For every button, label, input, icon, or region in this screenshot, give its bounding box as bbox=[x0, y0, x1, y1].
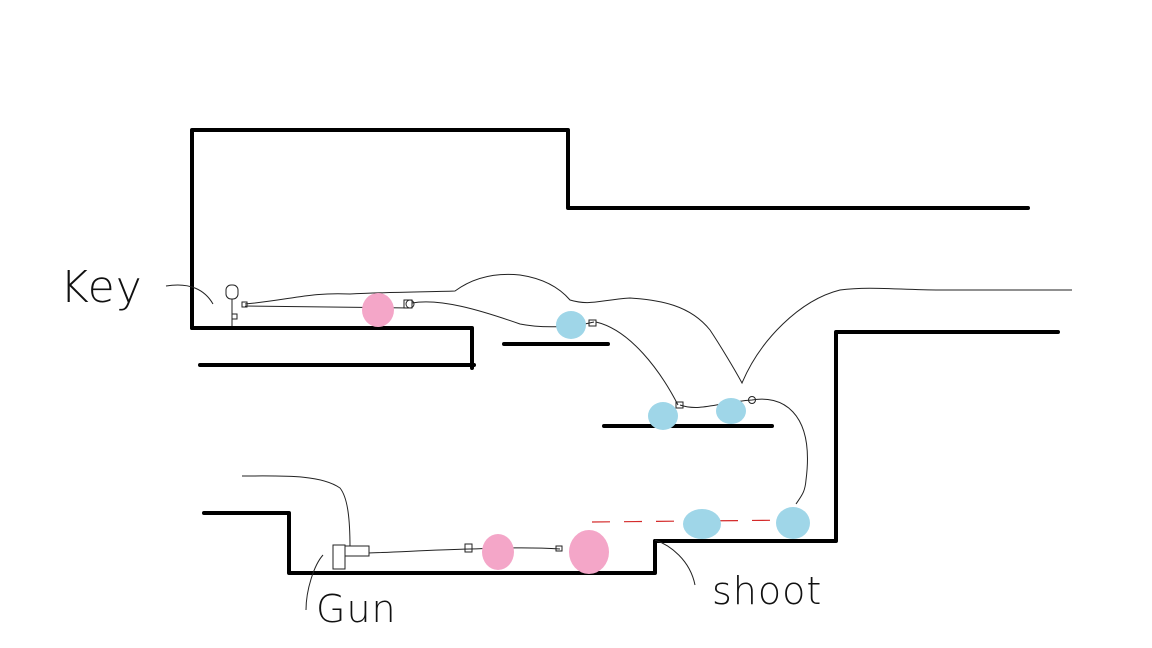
gun-icon bbox=[332, 544, 370, 570]
gun-label-pointer bbox=[305, 554, 324, 611]
player-marker-icon bbox=[403, 299, 413, 309]
path-gun-pickup bbox=[241, 475, 351, 549]
player-marker-icon bbox=[588, 319, 597, 327]
blue-enemy bbox=[776, 507, 810, 539]
blue-enemy bbox=[556, 311, 586, 339]
player-marker-icon bbox=[555, 545, 563, 552]
key-ledge bbox=[190, 326, 474, 370]
key-label-pointer bbox=[165, 284, 214, 305]
lower-floor bbox=[202, 511, 657, 575]
player-path bbox=[165, 273, 1072, 611]
shoot-label: shoot bbox=[712, 569, 822, 613]
pink-enemy-large bbox=[569, 530, 609, 574]
key-icon bbox=[225, 284, 239, 326]
key-label: Key bbox=[60, 262, 143, 313]
path-key-to-right bbox=[244, 273, 1072, 385]
enemies bbox=[362, 293, 810, 574]
path-drop-2 bbox=[595, 321, 679, 406]
gun-label: Gun bbox=[316, 587, 397, 631]
blue-enemy bbox=[683, 509, 721, 539]
walls bbox=[190, 128, 1060, 575]
blue-enemy bbox=[648, 402, 678, 430]
shoot-label-pointer bbox=[654, 539, 696, 586]
player-marker-icon bbox=[405, 299, 415, 309]
player-marker-icon bbox=[241, 301, 248, 308]
path-middle bbox=[679, 398, 808, 505]
upper-room-wall bbox=[190, 128, 1030, 330]
blue-enemy bbox=[716, 398, 746, 424]
player-marker-icon bbox=[675, 401, 684, 409]
pink-enemy bbox=[482, 534, 514, 570]
path-lower-run bbox=[367, 547, 561, 554]
right-wall bbox=[653, 330, 1060, 543]
player-markers bbox=[241, 299, 756, 553]
player-marker-icon bbox=[464, 543, 473, 553]
pink-enemy bbox=[362, 293, 394, 327]
player-marker-icon bbox=[748, 396, 756, 404]
